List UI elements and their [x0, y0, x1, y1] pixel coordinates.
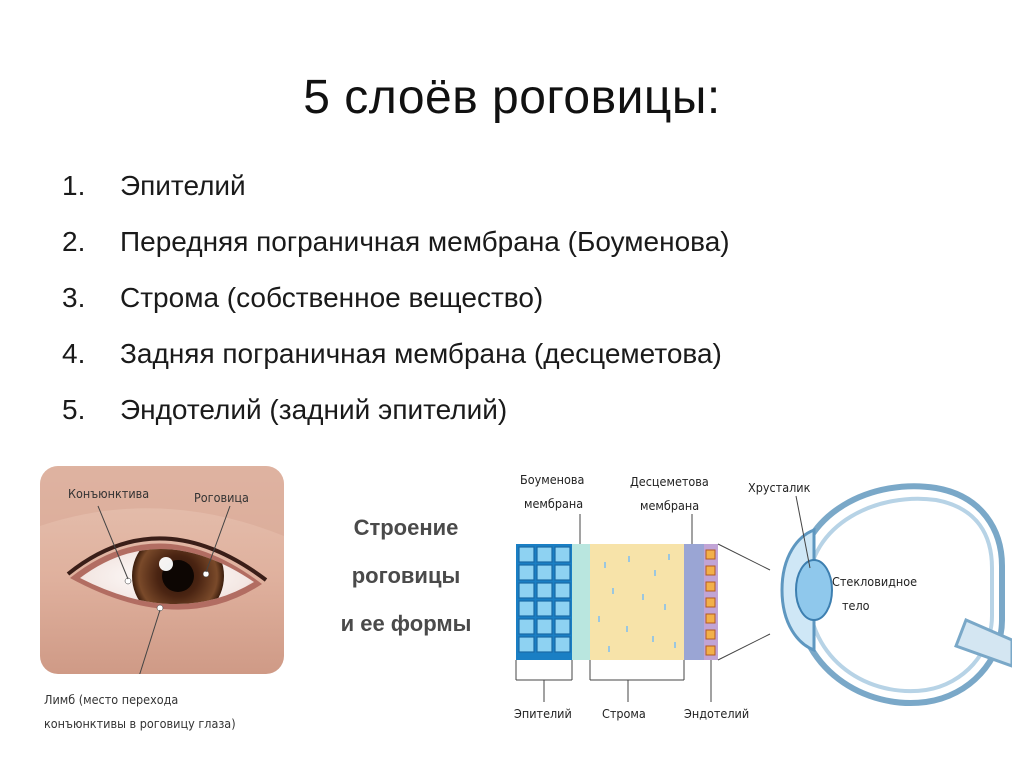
- label-limb-line2: конъюнктивы в роговицу глаза): [44, 716, 236, 731]
- descemet-layer: [684, 544, 704, 660]
- label-cornea: Роговица: [194, 490, 249, 505]
- label-endothelium: Эндотелий: [684, 706, 750, 721]
- center-caption-line3: и ее формы: [340, 611, 472, 636]
- stroma-fibers: [598, 554, 676, 652]
- slide-title: 5 слоёв роговицы:: [303, 71, 721, 124]
- label-bowman-line1: Боуменова: [520, 472, 585, 487]
- label-stroma: Строма: [602, 706, 646, 721]
- list-number: 2.: [62, 226, 86, 257]
- stroma-layer: [590, 544, 684, 660]
- list-item: 2. Передняя пограничная мембрана (Боумено…: [62, 214, 730, 270]
- bowman-layer: [572, 544, 590, 660]
- list-text: Передняя пограничная мембрана (Боуменова…: [120, 226, 730, 257]
- label-vitreous-line1: Стекловидное: [832, 574, 918, 589]
- label-descemet-line2: мембрана: [640, 498, 700, 513]
- label-bowman-line2: мембрана: [524, 496, 584, 511]
- list-item: 1. Эпителий: [62, 158, 730, 214]
- label-epithelium: Эпителий: [514, 706, 572, 721]
- list-item: 5. Эндотелий (задний эпителий): [62, 382, 730, 438]
- list-text: Эндотелий (задний эпителий): [120, 394, 508, 425]
- list-number: 1.: [62, 170, 86, 201]
- cornea-cross-section: [515, 514, 771, 702]
- list-text: Эпителий: [120, 170, 246, 201]
- list-text: Задняя пограничная мембрана (десцеметова…: [120, 338, 722, 369]
- center-caption: Строение роговицы и ее формы: [316, 504, 496, 648]
- label-limb-line1: Лимб (место перехода: [44, 692, 179, 707]
- list-number: 4.: [62, 338, 86, 369]
- label-lens: Хрусталик: [748, 480, 811, 495]
- list-number: 5.: [62, 394, 86, 425]
- label-vitreous-line2: тело: [842, 598, 870, 613]
- list-text: Строма (собственное вещество): [120, 282, 544, 313]
- list-item: 3. Строма (собственное вещество): [62, 270, 730, 326]
- list-number: 3.: [62, 282, 86, 313]
- eye-illustration: [40, 466, 284, 674]
- label-conjunctiva: Конъюнктива: [68, 486, 150, 501]
- label-descemet-line1: Десцеметова: [630, 474, 709, 489]
- eye-photo: [40, 466, 284, 674]
- center-caption-line1: Строение: [353, 515, 459, 540]
- epithelium-layer: [516, 544, 572, 660]
- center-caption-line2: роговицы: [351, 563, 461, 588]
- eyeball-diagram: [780, 483, 1012, 706]
- layers-list: 1. Эпителий 2. Передняя пограничная мембра…: [62, 158, 730, 438]
- list-item: 4. Задняя пограничная мембрана (десцемето…: [62, 326, 730, 382]
- lens-shape: [795, 559, 833, 621]
